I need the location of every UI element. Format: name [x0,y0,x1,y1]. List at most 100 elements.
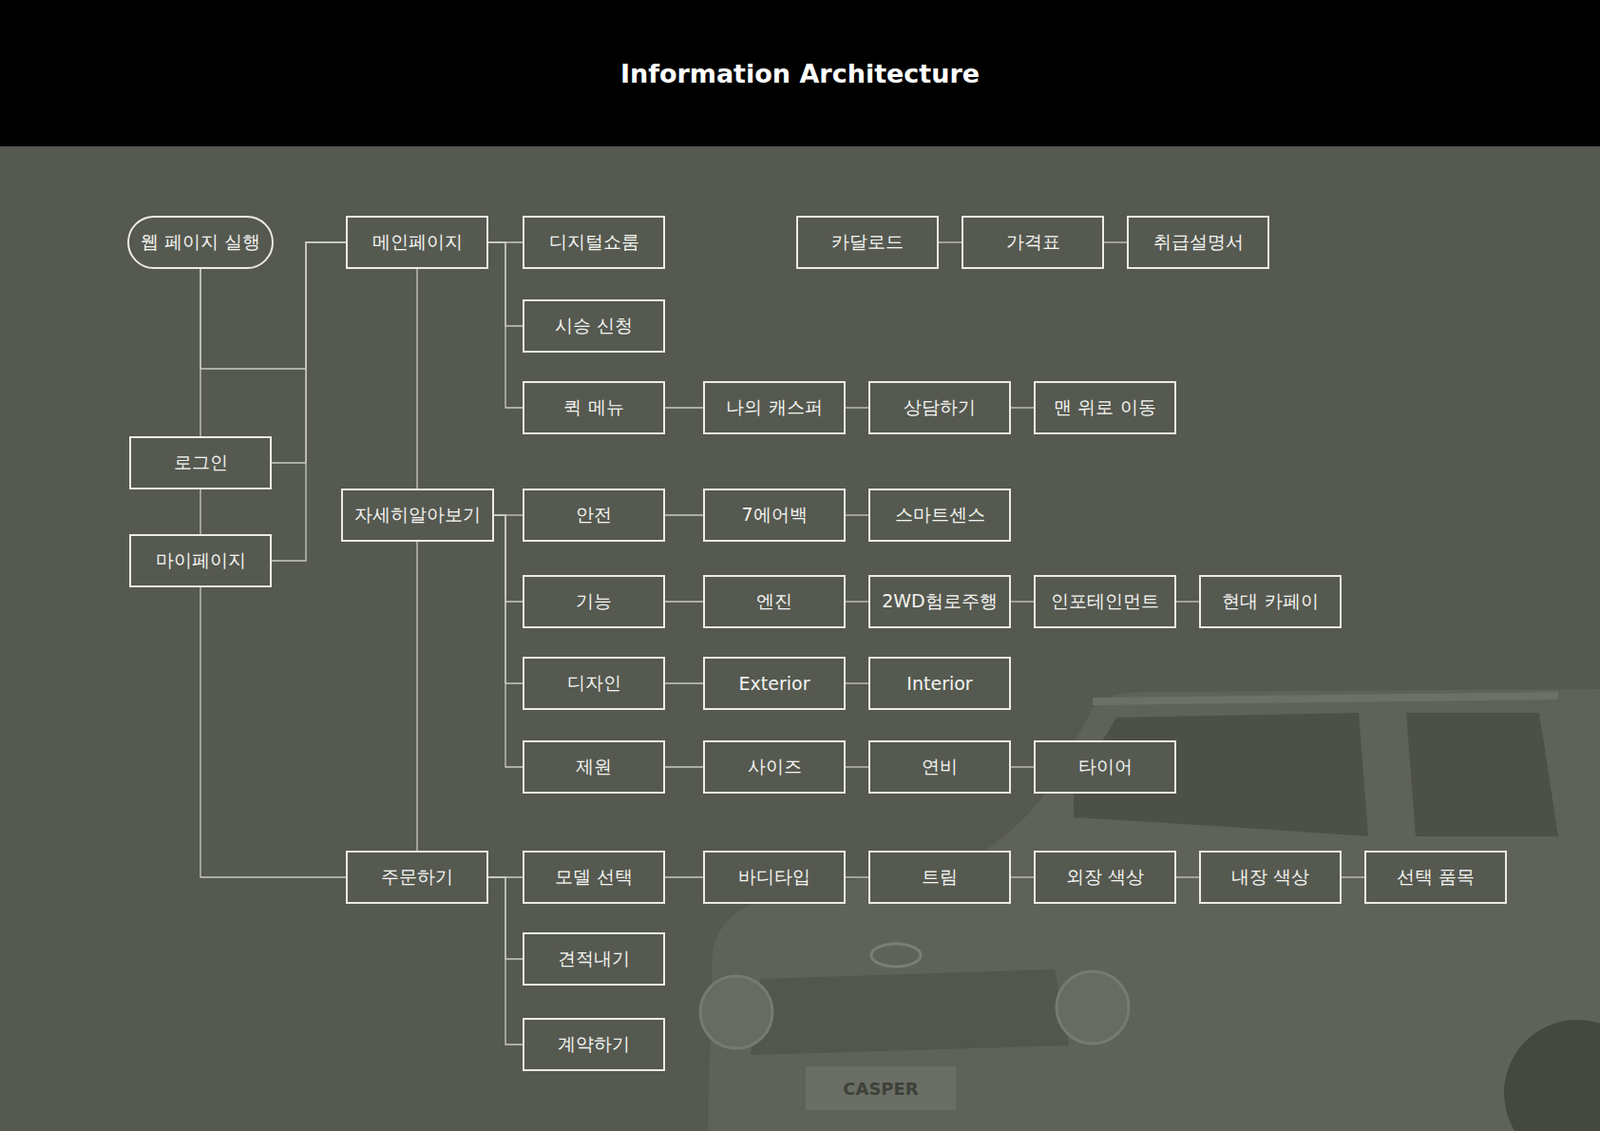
connector-line [271,242,346,561]
connector-line [494,514,524,767]
page-box: 주문하기 [345,850,489,904]
connector-line [494,514,524,684]
car-headlight [1056,971,1129,1044]
page-box: 7에어백 [703,488,846,542]
page-box: 모델 선택 [522,850,666,904]
page-box: 퀵 메뉴 [522,380,666,435]
box-label: 2WD험로주행 [881,589,998,614]
box-label: 맨 위로 이동 [1053,395,1156,420]
box-label: 7에어백 [741,502,807,528]
connector-line [199,268,201,437]
license-plate: CASPER [805,1066,956,1110]
car-roof-rail [1092,695,1559,702]
connector-line [1010,600,1034,602]
box-label: 선택 품목 [1396,864,1475,890]
connector-line [271,242,346,463]
car-grille [750,969,1069,1055]
connector-line [199,489,201,534]
connector-line [845,876,869,877]
box-label: 모델 선택 [554,864,633,890]
title-bar: Information Architecture [0,0,1600,147]
connector-line [665,406,704,408]
connector-line [200,587,346,877]
box-label: 바디타입 [738,864,811,890]
page-box: 인포테인먼트 [1033,574,1177,629]
page-box: 안전 [522,488,666,542]
box-label: Interior [906,672,972,694]
box-label: 취급설명서 [1153,229,1244,255]
connector-line [665,682,704,684]
page-box: 스마트센스 [868,488,1011,542]
page-box: 로그인 [129,436,272,490]
box-label: 주문하기 [380,864,454,890]
connector-line [665,765,704,767]
page-box: 내장 색상 [1199,850,1342,904]
box-label: 카달로드 [831,229,904,255]
connector-line [1341,876,1365,877]
box-label: 현대 카페이 [1221,589,1318,614]
plate-text: CASPER [842,1078,918,1099]
connector-line [845,514,869,515]
box-label: 시승 신청 [554,313,633,339]
connector-line [1176,600,1200,602]
car-wheel [1501,1016,1600,1131]
page-box: 마이페이지 [129,533,272,588]
page-box: 외장 색상 [1033,850,1177,904]
box-label: 내장 색상 [1231,864,1310,890]
connector-line [1104,241,1127,243]
box-label: 상담하기 [903,395,976,420]
connector-line [416,541,418,851]
page-box: 엔진 [703,574,846,629]
box-label: 인포테인먼트 [1050,589,1160,614]
box-label: 디지털쇼룸 [549,229,640,255]
box-label: 트림 [921,864,958,890]
connector-line [665,600,704,602]
box-label: 기능 [575,589,612,614]
connector-line [845,765,869,767]
page-box: 시승 신청 [522,299,666,353]
car-side-window [1406,712,1559,837]
page-box: 사이즈 [703,740,846,794]
car-logo [871,943,921,967]
title-text: Information Architecture [620,58,980,89]
page-box: 나의 캐스퍼 [703,380,846,435]
connector-line [665,876,704,877]
box-label: 메인페이지 [372,229,463,255]
page-box: 2WD험로주행 [868,574,1011,629]
page-box: 자세히알아보기 [341,488,495,542]
box-label: 웹 페이지 실행 [140,229,261,255]
page-box: 맨 위로 이동 [1033,380,1177,435]
box-label: 계약하기 [557,1031,630,1057]
box-label: 제원 [575,754,612,780]
start-pill: 웹 페이지 실행 [127,215,274,269]
box-label: 연비 [921,754,958,780]
connector-line [845,600,869,602]
connector-line [1010,406,1034,408]
page-box: 바디타입 [703,850,846,904]
connector-line [845,406,869,408]
box-label: 마이페이지 [155,548,247,573]
connector-line [416,268,418,489]
page-box: 디지털쇼룸 [522,215,666,269]
page-box: 디자인 [522,656,666,710]
box-label: 견적내기 [557,946,630,972]
page-box: 제원 [522,740,666,794]
box-label: 엔진 [756,589,793,614]
page-box: 트림 [868,850,1011,904]
page-box: 선택 품목 [1364,850,1507,904]
car-windshield [1073,712,1369,837]
box-label: 스마트센스 [895,502,986,528]
connector-line [1010,765,1034,767]
car-plate [805,1066,956,1110]
page-box: Interior [868,656,1011,710]
page-box: 취급설명서 [1126,215,1270,269]
box-label: 자세히알아보기 [354,502,481,528]
connector-line [1010,876,1034,877]
page-box: 카달로드 [796,215,939,269]
box-label: Exterior [739,672,811,694]
page-box: 타이어 [1033,740,1177,794]
connector-line [665,514,704,515]
page-box: 기능 [522,574,666,629]
page-box: 연비 [868,740,1011,794]
